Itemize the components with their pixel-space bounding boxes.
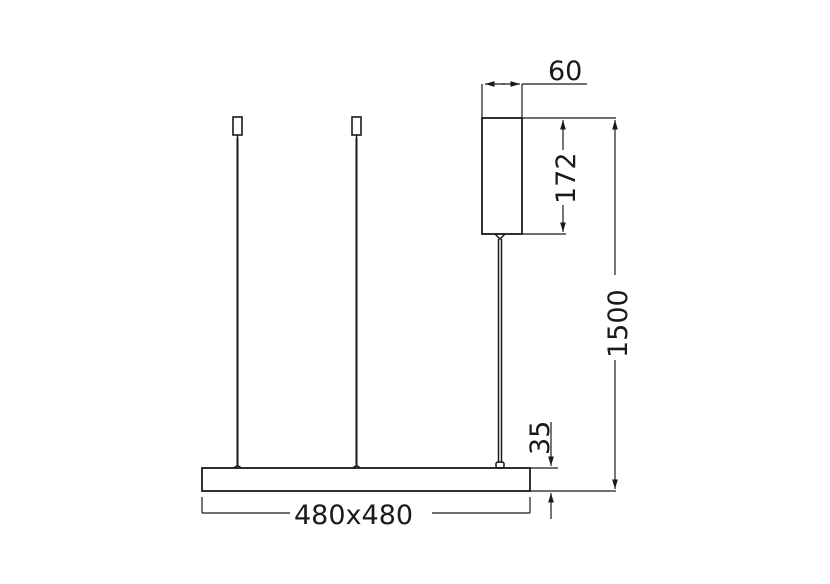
- lamp-panel: [201, 467, 531, 492]
- dim-1500: [530, 120, 618, 492]
- label-60: 60: [548, 56, 582, 87]
- label-172: 172: [551, 152, 582, 204]
- dim-35: [530, 422, 558, 519]
- label-1500: 1500: [603, 289, 634, 358]
- dim-172: [522, 117, 616, 235]
- label-480x480: 480x480: [294, 500, 413, 531]
- driver-box: [481, 117, 523, 469]
- dim-480x480: [201, 497, 531, 514]
- left-suspension: [232, 116, 243, 469]
- middle-suspension: [351, 116, 362, 469]
- dim-60: [481, 81, 587, 118]
- label-35: 35: [525, 421, 556, 455]
